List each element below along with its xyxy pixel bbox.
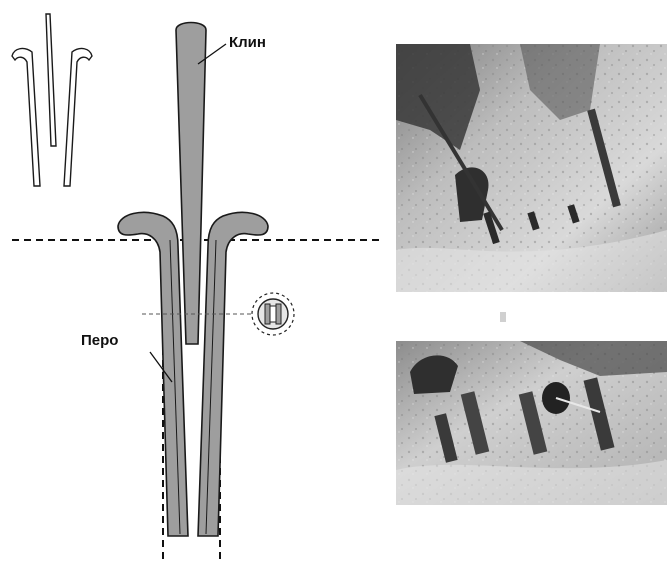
feather-right-sketch [64, 49, 92, 186]
feather-right [198, 212, 268, 536]
wedge-sketch [46, 14, 56, 146]
feather-left [118, 212, 188, 536]
photo-bottom [396, 341, 667, 505]
feather-left-sketch [12, 49, 40, 186]
wedge-label: Клин [229, 34, 266, 51]
parts-sketch [12, 14, 92, 186]
feather-label: Перо [81, 332, 118, 349]
photo-top [396, 44, 667, 292]
